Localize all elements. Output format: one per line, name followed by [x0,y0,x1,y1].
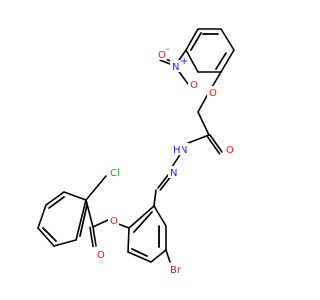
atom-label-o-ester: O [110,216,118,227]
double-bond-line [206,135,221,155]
atom-label-o-nitro: O [190,80,198,91]
atom-label-backdrop [168,263,186,275]
bond-line [63,191,87,201]
atom-label-cl: Cl [110,168,120,179]
atom-label-backdrop [178,143,189,155]
double-bond-line [89,226,94,248]
bond-line [127,227,130,253]
double-bond-line [92,226,97,247]
atom-label-backdrop [170,60,181,72]
atom-label-backdrop [156,48,167,60]
bond-line [150,249,167,263]
atom-label-backdrop [108,166,126,178]
bond-line [153,189,157,207]
atom-label-o-amide: O [226,145,234,156]
bond-line [220,28,235,51]
double-bond-line [209,134,223,153]
atom-label-nh: N [180,145,187,156]
bond-line [37,204,47,229]
bond-line [185,49,199,73]
bond-line [165,249,171,263]
atom-label-o-ether: O [209,88,217,99]
atom-label-o-carbonyl: O [97,250,105,261]
bond-line [53,239,77,247]
atom-label-backdrop [108,214,119,226]
atom-label-backdrop [207,86,218,98]
bond-line [197,111,210,136]
bond-line [85,175,107,201]
atom-label-backdrop [171,143,182,155]
atom-label-backdrop [168,166,179,178]
charge-label-n-plus: + [180,56,188,67]
bond-line [92,219,109,228]
atom-label-backdrop [95,248,106,260]
double-bond-line [131,248,148,257]
double-bond-line [42,227,57,242]
bond-line [85,199,94,228]
bond-line [220,49,235,73]
atom-label-h-nh: H [173,145,181,156]
bond-line [127,251,152,263]
bond-line [75,199,87,241]
double-bond-line [133,211,153,233]
bond-line [128,205,155,229]
atom-label-o-minus: O [158,50,166,61]
double-bond-line [190,32,202,51]
double-bond-line [79,204,88,237]
bond-line [45,191,65,206]
charge-label-o-minus: - [166,44,170,55]
bond-line [37,227,55,247]
atom-label-n-plus: N [172,62,179,73]
bond-line [153,205,167,227]
atom-label-backdrop [224,143,235,155]
double-bond-line [48,196,65,209]
bond-line [185,28,199,51]
atom-label-backdrop [188,78,199,90]
double-bond-line [215,52,227,70]
atom-label-n-imine: N [170,168,177,179]
bond-lines [37,28,235,263]
atom-label-br: Br [170,265,182,276]
